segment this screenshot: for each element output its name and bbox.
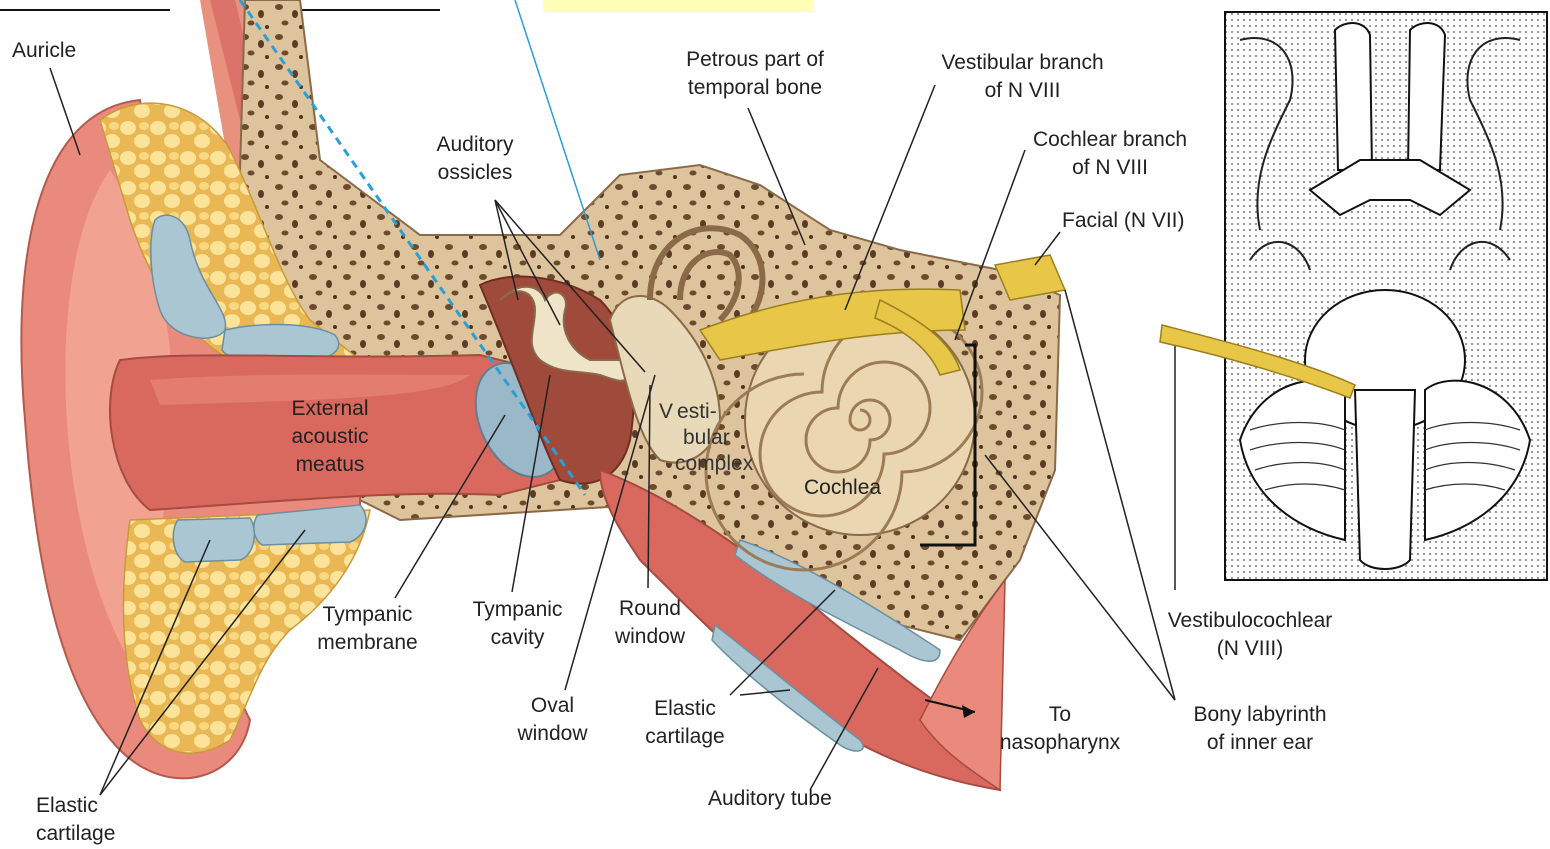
cartilage-lower-1 xyxy=(173,518,254,562)
label-cochlea: Cochlea xyxy=(804,474,881,502)
label-vestibular-line3: complex xyxy=(675,452,753,475)
header-highlight xyxy=(543,0,813,12)
label-auditory-tube: Auditory tube xyxy=(708,785,832,813)
label-vestibular-line2: bular xyxy=(683,426,730,449)
brainstem-inset xyxy=(1160,12,1547,580)
label-vestibular-line1a: V xyxy=(659,400,673,423)
label-auricle: Auricle xyxy=(12,37,76,65)
thin-guide-line xyxy=(515,0,600,260)
label-vestibular-line1b: esti- xyxy=(677,400,717,423)
label-facial-nerve: Facial (N VII) xyxy=(1062,207,1185,235)
label-vestibulocochlear: Vestibulocochlear(N VIII) xyxy=(1135,607,1365,663)
